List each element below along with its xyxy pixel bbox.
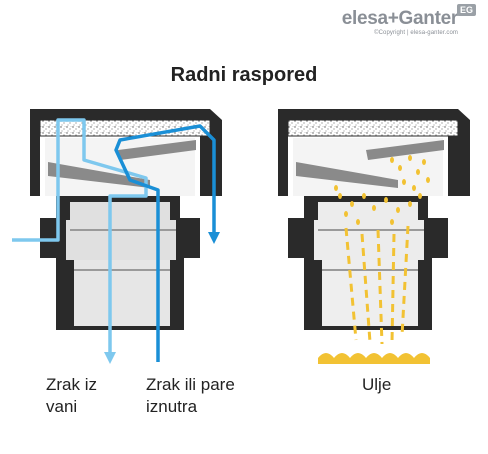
oil-drips [344, 225, 410, 345]
inside-air-label-line2: iznutra [146, 397, 198, 416]
left-breather [12, 109, 222, 364]
outside-air-arrow [104, 352, 116, 364]
outside-air-label-line2: vani [46, 397, 78, 416]
right-baffle-upper [366, 140, 444, 160]
oil-puddle [318, 353, 430, 364]
inside-air-arrow [208, 232, 220, 244]
brand-copyright: ©Copyright | elesa-ganter.com [374, 30, 458, 36]
right-baffle-lower [296, 162, 398, 188]
brand-name: elesa+Ganter [341, 8, 459, 29]
inside-air-flow [114, 124, 216, 362]
brand-logo: elesa+Ganter EG ©Copyright | elesa-gante… [341, 4, 476, 36]
oil-droplets [334, 155, 430, 225]
outside-air-label: Zrak iz vani [46, 374, 97, 418]
outside-air-flow [12, 118, 148, 360]
diagram-title: Radni raspored [170, 64, 318, 86]
right-foam-filter [287, 119, 459, 137]
right-breather [278, 109, 470, 364]
left-baffle-upper [118, 140, 196, 160]
inside-air-label: Zrak ili pare iznutra [146, 374, 235, 418]
inside-air-label-line1: Zrak ili pare [146, 375, 235, 394]
brand-badge: EG [456, 4, 476, 16]
left-baffle-lower [48, 162, 150, 188]
outside-air-label-line1: Zrak iz [46, 375, 97, 394]
oil-label: Ulje [362, 375, 392, 394]
